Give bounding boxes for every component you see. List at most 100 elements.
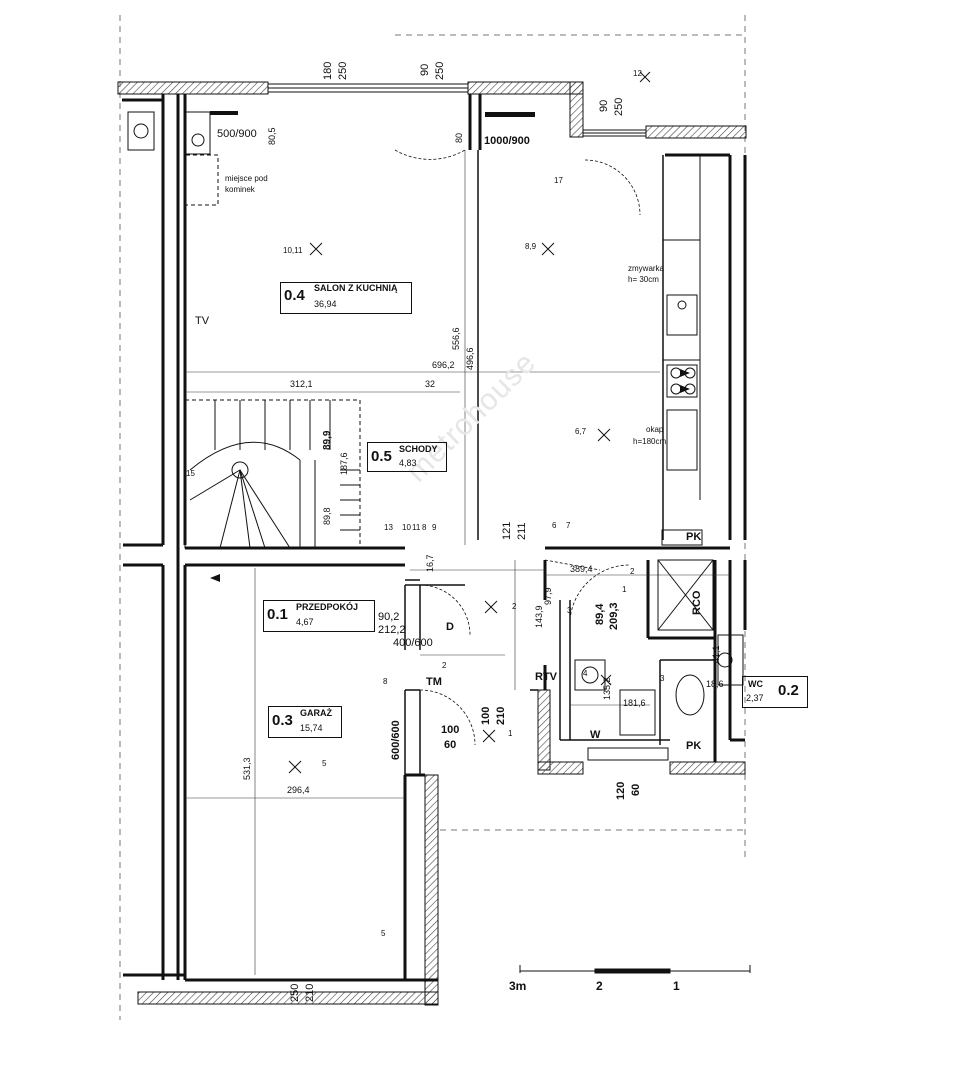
dimension: 143,9 xyxy=(534,605,544,628)
room-name: PRZEDPOKÓJ xyxy=(296,602,359,612)
marker: 2 xyxy=(512,602,517,611)
dimension: 90 xyxy=(598,99,610,112)
room-label-wc xyxy=(742,676,808,708)
room-name: GARAŻ xyxy=(300,708,332,718)
marker: 6 xyxy=(552,521,557,530)
kitchen-arrows xyxy=(210,369,690,582)
dimension: 80 xyxy=(454,132,464,143)
marker: 5 xyxy=(322,759,327,768)
marker: 13 xyxy=(384,523,393,532)
dimension: 531,3 xyxy=(242,757,252,780)
dimension: 90 xyxy=(419,63,431,76)
marker: 17 xyxy=(554,176,563,185)
dimension: 89,4 xyxy=(594,603,606,625)
dimension: 89,9 xyxy=(322,430,333,450)
scale-label-1: 1 xyxy=(673,979,680,993)
dimension: 100 xyxy=(480,706,492,725)
door-swings xyxy=(394,149,641,746)
window-label: 500/900 xyxy=(217,128,257,140)
room-area: 15,74 xyxy=(300,723,323,733)
marker: 9 xyxy=(432,523,437,532)
dimension: 210 xyxy=(304,983,316,1002)
dimension: 89,8 xyxy=(322,507,332,525)
dimension: 90,2 xyxy=(378,611,400,623)
room-number: 0.1 xyxy=(267,606,288,623)
marker: 4 xyxy=(583,669,588,678)
marker: 3 xyxy=(567,606,572,615)
marker: 15 xyxy=(186,469,195,478)
marker: 2 xyxy=(442,661,447,670)
pk-label-top: PK xyxy=(686,531,702,543)
scale-label-3m: 3m xyxy=(509,979,527,993)
dimension: 296,4 xyxy=(287,785,310,795)
staircase xyxy=(184,399,361,549)
dimension: 180 xyxy=(322,61,334,80)
marker: 11 xyxy=(412,523,421,532)
room-label-schody xyxy=(367,442,447,472)
dishwasher-height: h= 30cm xyxy=(628,275,659,284)
marker: 12 xyxy=(633,69,642,78)
dimension: 250 xyxy=(613,97,625,116)
tv-label: TV xyxy=(195,315,210,327)
chimney-boxes xyxy=(127,111,219,206)
kitchen-counter xyxy=(661,155,703,546)
wc-fixtures xyxy=(574,634,744,761)
dimension-lines xyxy=(185,150,730,975)
dimension: 556,6 xyxy=(451,327,461,350)
fireplace-label-line2: kominek xyxy=(225,185,255,194)
dimension: 32 xyxy=(425,379,436,389)
dimension: 250 xyxy=(289,983,301,1002)
hood-height: h=180cm xyxy=(633,437,667,446)
dimension: 696,2 xyxy=(432,360,455,370)
dishwasher-label: zmywarka xyxy=(628,264,665,273)
dimension: 16,7 xyxy=(425,554,435,572)
room-name: SCHODY xyxy=(399,444,438,454)
dimension: 212,2 xyxy=(378,624,406,636)
hood-label: okap xyxy=(646,425,664,434)
rtv-label: RTV xyxy=(535,671,557,683)
dimension: 100 xyxy=(441,724,460,736)
scale-label-2: 2 xyxy=(596,979,603,993)
room-number: 0.3 xyxy=(272,712,293,729)
dimension: 121 xyxy=(501,521,513,540)
dimension: 181,6 xyxy=(623,698,646,708)
dimension: 97,9 xyxy=(543,587,553,605)
dimension: 187,6 xyxy=(339,452,349,475)
rco-cabinet xyxy=(657,559,714,631)
marker: 10,11 xyxy=(283,246,303,255)
light-points xyxy=(288,71,651,774)
room-area: 2,37 xyxy=(746,693,764,703)
dimension: 135,2 xyxy=(602,677,612,700)
rco-label: RCO xyxy=(691,590,703,615)
room-label-garaz xyxy=(268,706,342,738)
window-bars xyxy=(210,111,535,117)
d-label: D xyxy=(446,621,454,633)
exterior-walls xyxy=(117,81,747,1006)
marker: 7 xyxy=(566,521,571,530)
dimension: 41,1 xyxy=(711,645,721,663)
marker: 2 xyxy=(630,567,635,576)
room-number: 0.4 xyxy=(284,287,305,304)
pk-label-bottom: PK xyxy=(686,740,702,752)
dimension: 312,1 xyxy=(290,379,313,389)
window-label: 1000/900 xyxy=(484,135,530,147)
room-area: 4,83 xyxy=(399,458,417,468)
marker: 1 xyxy=(508,729,513,738)
dimension: 60 xyxy=(444,739,457,751)
marker: 8 xyxy=(383,677,388,686)
dimension: 60 xyxy=(630,783,642,796)
room-name: WC xyxy=(748,679,763,689)
room-number: 0.5 xyxy=(371,448,392,465)
dimension: 210 xyxy=(495,706,507,725)
room-name: SALON Z KUCHNIĄ xyxy=(314,283,398,293)
room-label-przedpokoj xyxy=(263,600,375,632)
marker: 10 xyxy=(402,523,411,532)
dimension: 496,6 xyxy=(465,347,475,370)
room-area: 36,94 xyxy=(314,299,337,309)
dimension: 211 xyxy=(516,522,528,540)
dimension: 209,3 xyxy=(608,602,620,630)
room-number: 0.2 xyxy=(778,682,799,699)
fireplace-label-line1: miejsce pod xyxy=(225,174,268,183)
dimension: 18,6 xyxy=(706,679,724,689)
